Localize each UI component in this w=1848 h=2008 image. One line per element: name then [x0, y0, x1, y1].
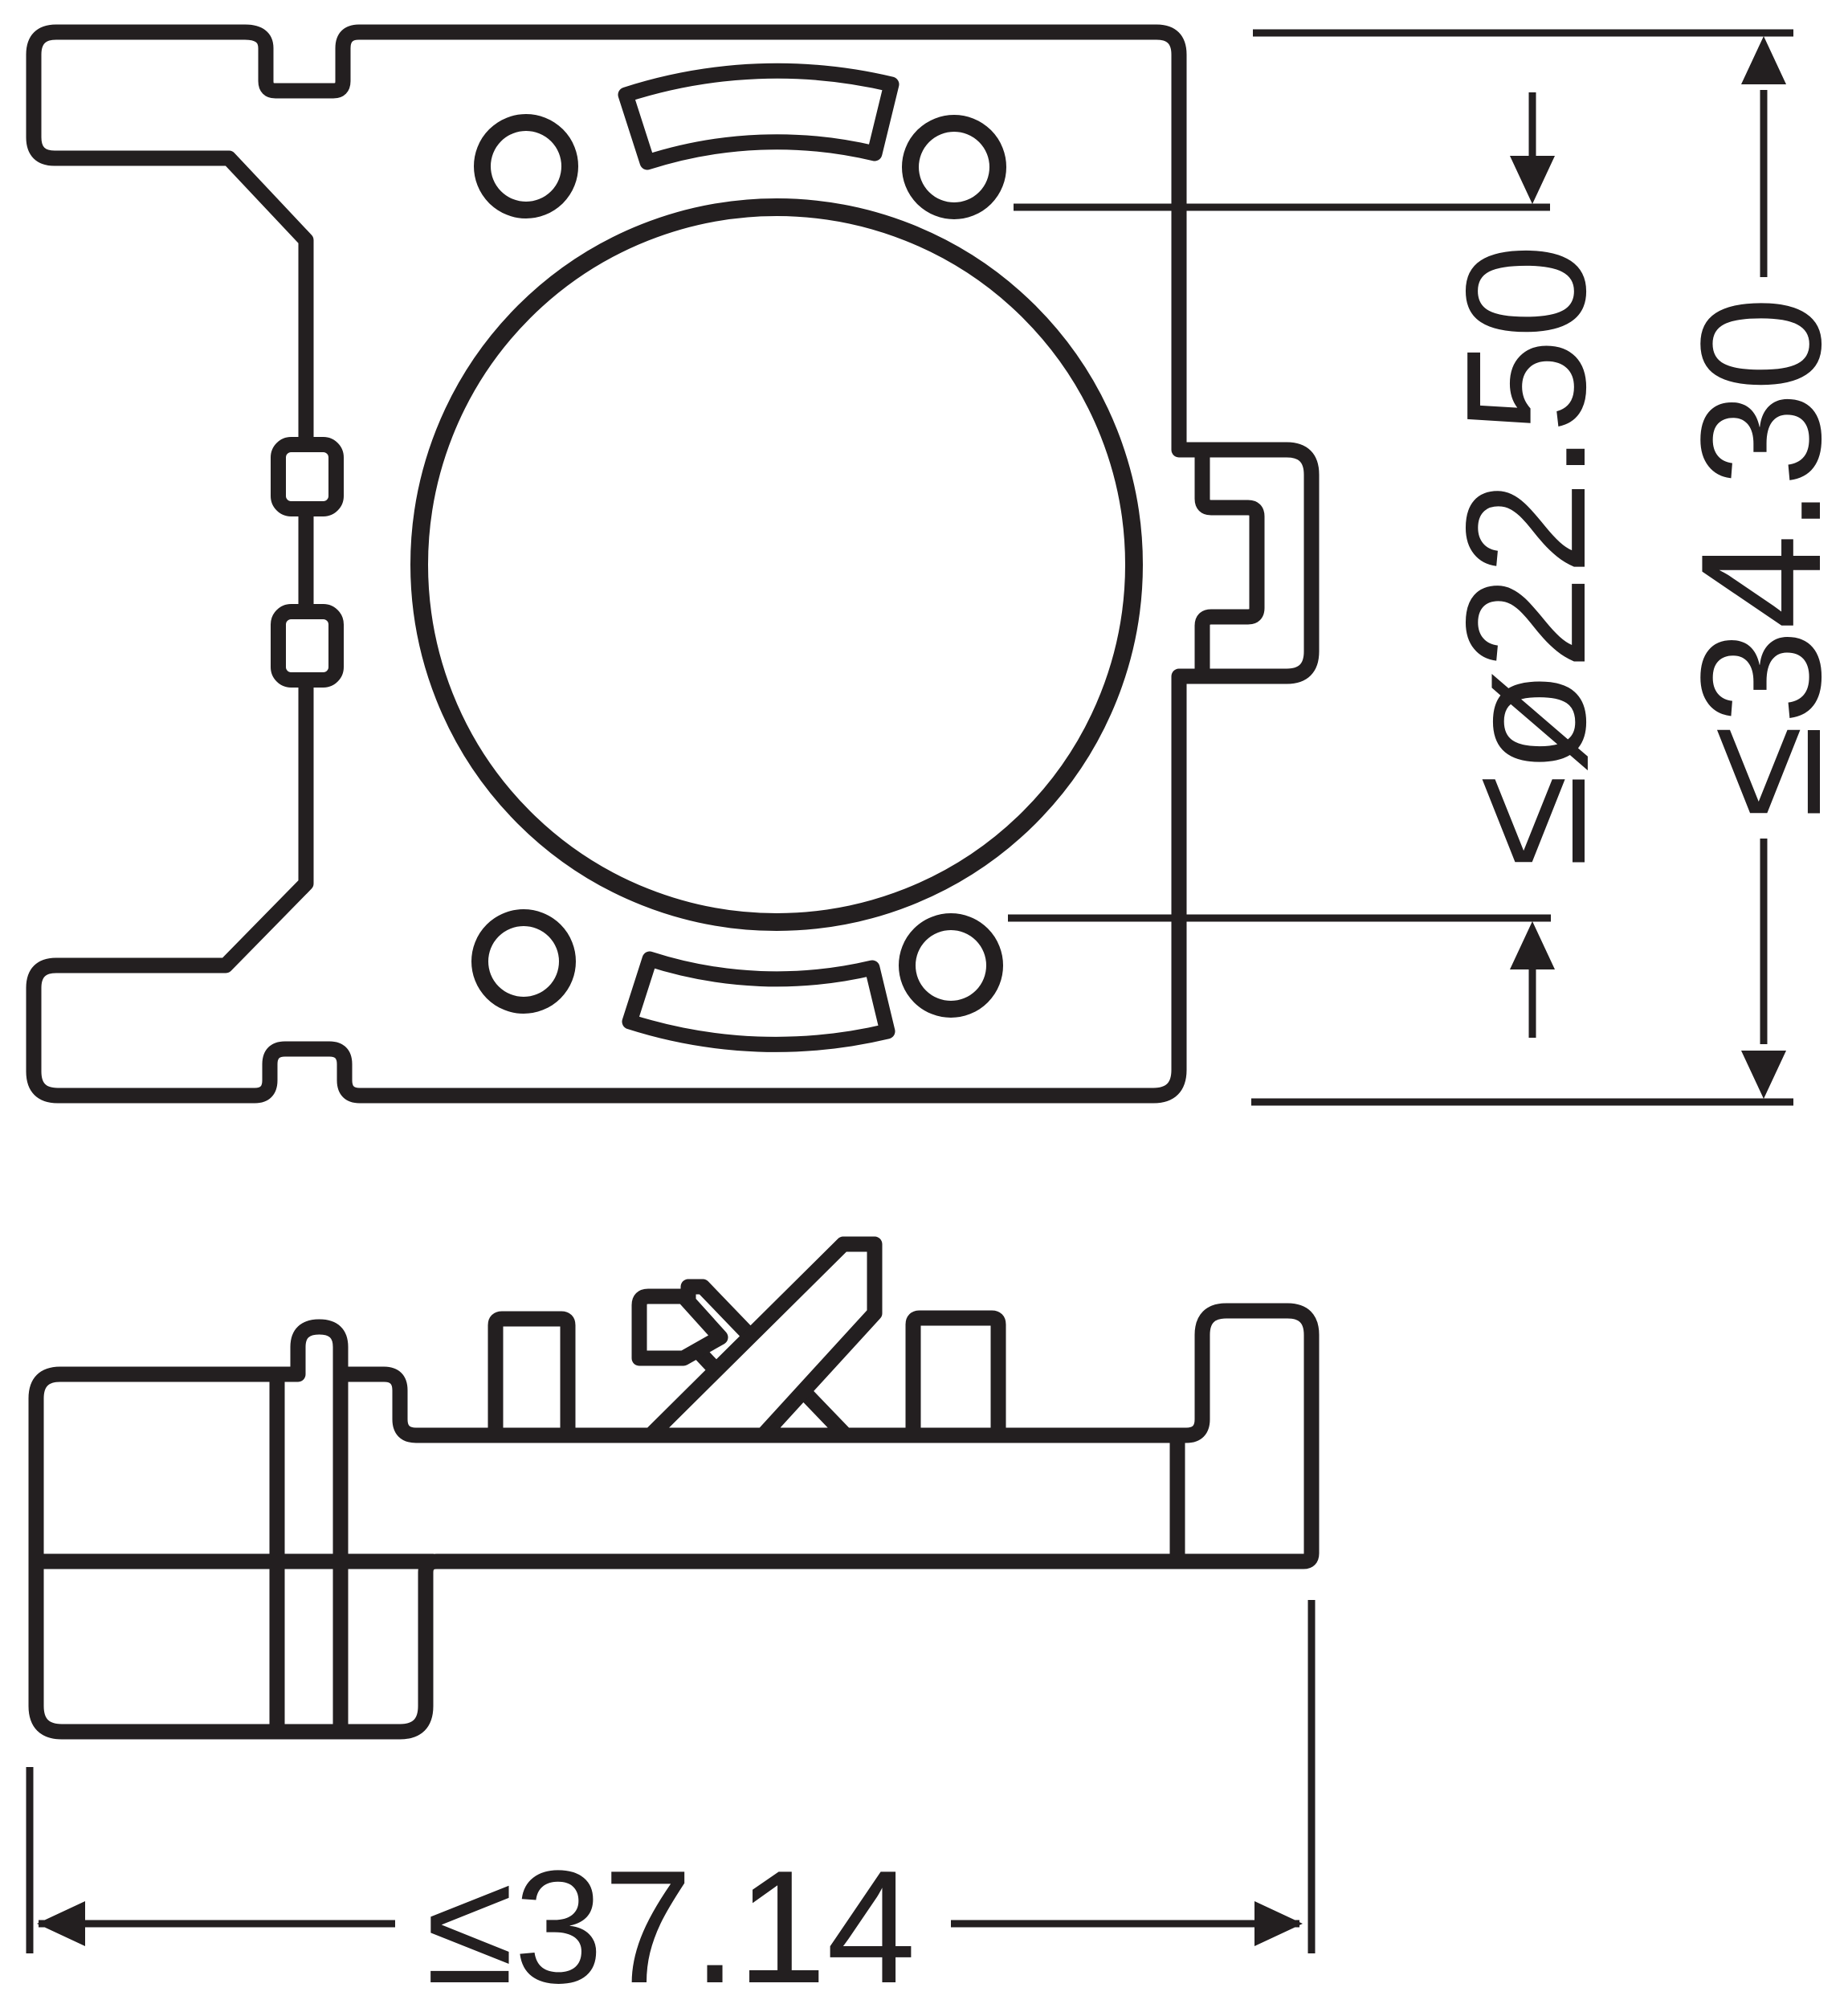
- svg-text:≤37.14: ≤37.14: [426, 1838, 916, 2008]
- svg-text:≤34.30: ≤34.30: [1666, 296, 1848, 818]
- svg-text:≤ø22.50: ≤ø22.50: [1430, 244, 1621, 867]
